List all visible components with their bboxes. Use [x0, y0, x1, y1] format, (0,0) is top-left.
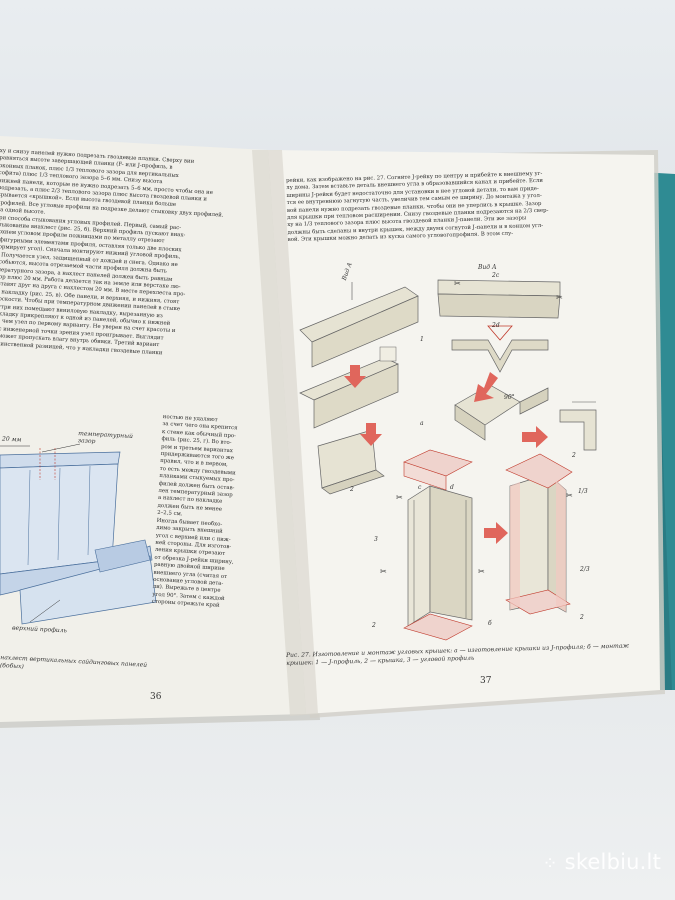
label-1-3: 1/3 — [578, 488, 588, 495]
svg-text:✂: ✂ — [566, 491, 573, 500]
label-20mm: 20 мм — [1, 435, 22, 444]
label-a: а — [420, 420, 424, 427]
watermark: ⁘ skelbiu.lt — [542, 850, 661, 874]
left-page-text: ху и снизу панелей нужно подрезать гвозд… — [0, 148, 262, 362]
left-siding-illustration — [0, 443, 157, 625]
label-view-a-2: Вид А — [478, 264, 497, 271]
svg-text:✂: ✂ — [396, 493, 403, 502]
label-2-3: 2/3 — [580, 566, 590, 573]
svg-text:✂: ✂ — [454, 279, 461, 288]
label-3: 3 — [374, 536, 378, 543]
label-90deg: 90° — [504, 394, 515, 401]
label-2b: 2 — [572, 452, 576, 459]
svg-text:✂: ✂ — [556, 293, 563, 302]
right-diagram-illustration: ✂ ✂ ✂ ✂ ✂ ✂ — [299, 279, 597, 641]
label-c: c — [418, 484, 422, 491]
label-2d-num: 2 — [580, 614, 584, 621]
label-1: 1 — [420, 336, 424, 343]
label-b: б — [488, 620, 492, 627]
svg-text:✂: ✂ — [380, 567, 387, 576]
label-2d: 2d — [492, 322, 500, 329]
svg-text:✂: ✂ — [478, 567, 485, 576]
right-page-text: рейки, как изображено на рис. 27. Согнит… — [286, 168, 638, 244]
dots-logo-icon: ⁘ — [542, 853, 558, 874]
watermark-brand: skelbiu.lt — [564, 850, 661, 874]
left-page-number: 36 — [150, 692, 162, 702]
label-2a: 2 — [350, 486, 354, 493]
right-page-number: 37 — [480, 676, 492, 686]
label-2c: 2c — [492, 272, 500, 279]
label-2c-num: 2 — [372, 622, 376, 629]
label-d: d — [450, 484, 454, 491]
